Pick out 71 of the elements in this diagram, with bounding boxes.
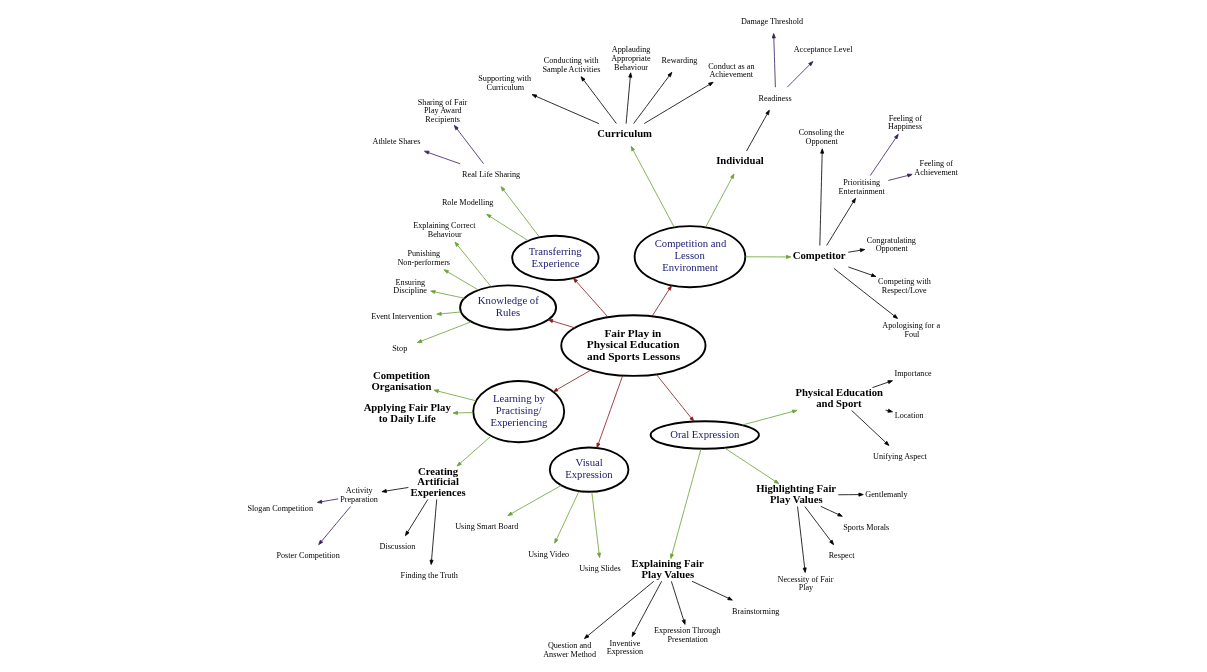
- node-ellipse: Visual Expression: [548, 446, 630, 493]
- arrow: [596, 375, 624, 449]
- arrow: [804, 506, 834, 546]
- arrow: [724, 447, 780, 485]
- node-text: Competitor: [792, 248, 846, 261]
- arrow: [651, 285, 672, 317]
- arrow: [655, 373, 695, 422]
- arrow: [869, 133, 899, 176]
- arrow: [847, 248, 866, 253]
- arrow: [554, 490, 580, 544]
- arrow: [819, 148, 825, 246]
- arrow: [705, 173, 735, 228]
- arrow: [887, 173, 913, 181]
- arrow: [424, 150, 461, 165]
- node-text: Physical Education and Sport: [795, 386, 883, 409]
- arrow: [786, 61, 814, 88]
- arrow: [456, 435, 492, 467]
- node-text: Explaining Fair Play Values: [631, 557, 704, 580]
- arrow: [630, 145, 675, 228]
- arrow: [847, 266, 877, 277]
- arrow: [580, 76, 617, 124]
- node-text: Applying Fair Play to Daily Life: [363, 401, 451, 424]
- arrow: [416, 321, 472, 343]
- arrow: [885, 408, 893, 413]
- arrow: [436, 311, 462, 316]
- node-text: Curriculum: [597, 126, 652, 139]
- arrow: [486, 213, 529, 241]
- arrow: [746, 109, 770, 152]
- arrow: [744, 254, 792, 259]
- arrow: [741, 409, 798, 426]
- arrow: [851, 410, 890, 446]
- arrow: [872, 380, 893, 389]
- arrow: [833, 267, 898, 319]
- arrow: [631, 580, 663, 637]
- arrow: [443, 269, 479, 291]
- node-ellipse: Fair Play in Physical Education and Sports Lessons: [560, 314, 707, 377]
- arrow: [797, 506, 807, 573]
- arrow: [531, 94, 600, 125]
- arrow: [826, 197, 856, 246]
- arrow: [643, 81, 714, 124]
- arrow: [453, 124, 485, 165]
- arrow: [452, 410, 474, 415]
- arrow: [381, 487, 409, 493]
- arrow: [820, 505, 843, 517]
- arrow: [670, 580, 686, 625]
- arrow: [670, 448, 702, 559]
- arrow: [633, 71, 673, 124]
- node-ellipse: Learning by Practising/ Experiencing: [472, 380, 566, 444]
- node-text: Competition Organisation: [371, 369, 432, 392]
- arrow: [507, 485, 562, 516]
- arrow: [405, 499, 429, 537]
- arrow: [316, 498, 339, 504]
- arrow: [500, 186, 540, 238]
- arrow: [591, 491, 601, 558]
- arrow: [837, 492, 864, 497]
- arrow: [584, 580, 655, 639]
- arrow: [547, 319, 576, 329]
- arrow: [429, 499, 438, 565]
- arrow: [552, 369, 592, 393]
- arrow: [433, 389, 477, 402]
- arrow: [454, 241, 492, 287]
- arrow: [430, 290, 465, 299]
- arrow: [318, 506, 351, 545]
- node-text: Individual: [716, 154, 764, 167]
- arrow: [691, 580, 733, 601]
- node-text: Creating Artificial Experiences: [410, 464, 466, 499]
- node-ellipse: Oral Expression: [649, 420, 760, 450]
- node-text: Highlighting Fair Play Values: [756, 482, 837, 505]
- arrow: [771, 33, 776, 88]
- arrow: [625, 72, 633, 124]
- arrow: [573, 277, 609, 318]
